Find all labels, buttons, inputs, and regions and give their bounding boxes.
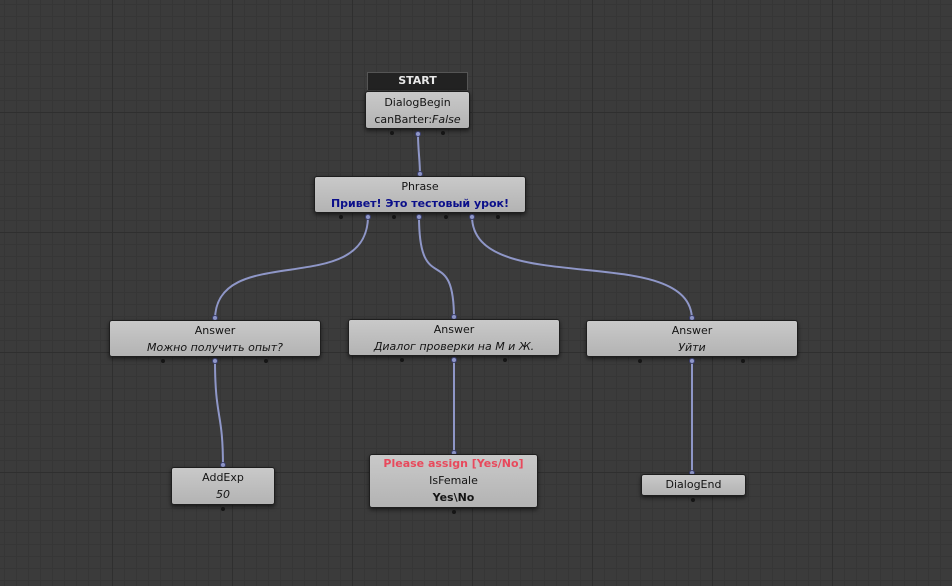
answer-2-output-slot[interactable] [400, 358, 404, 362]
is-female-output-slot[interactable] [452, 510, 456, 514]
phrase-output-port[interactable] [469, 214, 475, 220]
is-female-title: IsFemale [429, 474, 478, 487]
phrase-output-slot[interactable] [392, 215, 396, 219]
dialog-begin-title: DialogBegin [384, 96, 451, 109]
answer-3-title: Answer [671, 324, 713, 337]
wire-dialogbegin-phrase [417, 133, 421, 177]
phrase-output-slot[interactable] [496, 215, 500, 219]
phrase-output-port[interactable] [365, 214, 371, 220]
answer-3-output-port[interactable] [689, 358, 695, 364]
add-exp-title: AddExp [202, 471, 244, 484]
add-exp-node[interactable]: AddExp 50 [171, 467, 275, 505]
is-female-outputs: Yes\No [432, 491, 475, 504]
param-name: canBarter: [374, 113, 433, 126]
dialog-end-output-slot[interactable] [691, 498, 695, 502]
answer-3-output-slot[interactable] [741, 359, 745, 363]
wire-phrase-answer2 [418, 215, 455, 320]
add-exp-output-slot[interactable] [221, 507, 225, 511]
answer-2-output-port[interactable] [451, 357, 457, 363]
answer-3-text: Уйти [678, 341, 706, 354]
phrase-text: Привет! Это тестовый урок! [330, 197, 510, 210]
wire-phrase-answer3 [471, 215, 693, 321]
is-female-warning: Please assign [Yes/No] [383, 457, 524, 470]
dialog-begin-param: canBarter:False [366, 111, 469, 128]
dialog-end-title: DialogEnd [665, 478, 722, 491]
answer-2-title: Answer [433, 323, 475, 336]
dialog-end-node[interactable]: DialogEnd [641, 474, 746, 496]
answer-1-output-port[interactable] [212, 358, 218, 364]
wire-answer1-addexp [214, 359, 224, 468]
dialog-begin-output-port[interactable] [415, 131, 421, 137]
answer-2-node[interactable]: Answer Диалог проверки на М и Ж. [348, 319, 560, 356]
phrase-output-slot[interactable] [339, 215, 343, 219]
is-female-node[interactable]: Please assign [Yes/No] IsFemale Yes\No [369, 454, 538, 508]
answer-2-text: Диалог проверки на М и Ж. [373, 340, 535, 353]
answer-1-output-slot[interactable] [264, 359, 268, 363]
phrase-output-slot[interactable] [444, 215, 448, 219]
answer-3-node[interactable]: Answer Уйти [586, 320, 798, 357]
phrase-node[interactable]: Phrase Привет! Это тестовый урок! [314, 176, 526, 213]
dialog-begin-node[interactable]: DialogBegin canBarter:False [365, 91, 470, 129]
answer-1-title: Answer [194, 324, 236, 337]
param-value: False [432, 113, 461, 126]
dialog-begin-output-slot[interactable] [441, 131, 445, 135]
wire-phrase-answer1 [214, 215, 369, 321]
phrase-title: Phrase [401, 180, 439, 193]
add-exp-value: 50 [216, 488, 230, 501]
answer-3-output-slot[interactable] [638, 359, 642, 363]
answer-1-text: Можно получить опыт? [147, 341, 283, 354]
start-label: START [367, 72, 468, 90]
dialog-begin-output-slot[interactable] [390, 131, 394, 135]
answer-2-output-slot[interactable] [503, 358, 507, 362]
answer-1-output-slot[interactable] [161, 359, 165, 363]
answer-1-node[interactable]: Answer Можно получить опыт? [109, 320, 321, 357]
phrase-output-port[interactable] [416, 214, 422, 220]
